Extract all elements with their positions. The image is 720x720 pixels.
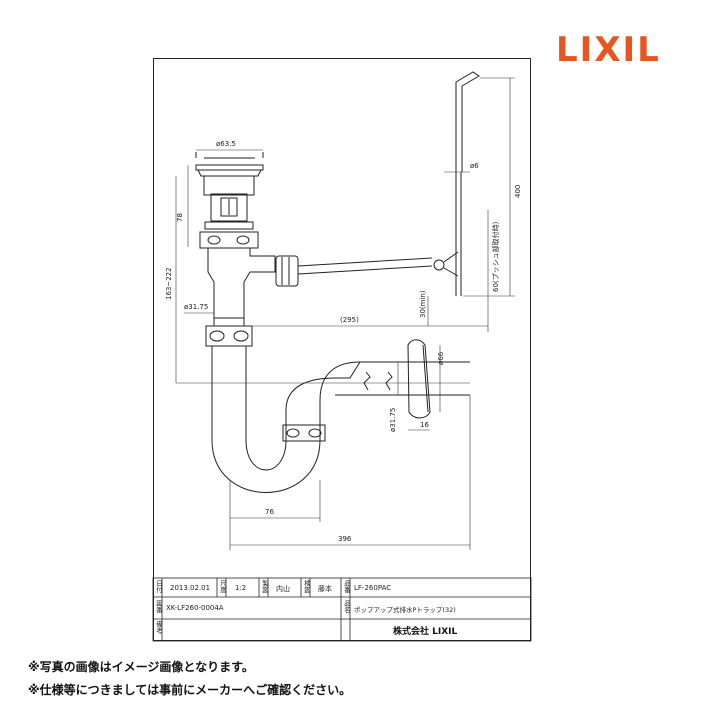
- name-label: 品名: [342, 600, 351, 613]
- upper-nut: [204, 221, 254, 230]
- slip-nut: [205, 325, 253, 347]
- trap-inner: [245, 377, 336, 471]
- extension-lines: [229, 395, 471, 550]
- wall-flange: [407, 339, 431, 419]
- pipe-joint: [335, 361, 361, 379]
- tee-body: [207, 247, 276, 319]
- side-nut: [275, 255, 299, 287]
- checked-label: 検図: [302, 580, 311, 593]
- drawing-no-value: XK-LF260-0004A: [166, 604, 224, 612]
- break-mark-left: [363, 371, 371, 391]
- cap-top: [195, 164, 264, 171]
- horizontal-pipe: [335, 361, 470, 396]
- cap-dimension-guide: [195, 152, 264, 159]
- dim-flange-diameter: ø66: [437, 351, 445, 365]
- trap-outer: [211, 361, 361, 493]
- drawn-label: 製図: [260, 580, 269, 593]
- dim-line-400: [463, 77, 515, 297]
- drain-body: [210, 193, 248, 222]
- dim-stem-diameter: ø31.75: [184, 303, 208, 311]
- lixil-logo: LIXIL: [556, 30, 661, 70]
- slip-bump-left: [209, 330, 225, 342]
- tailpiece: [211, 318, 247, 440]
- nut-bump-left: [207, 235, 221, 245]
- main-nut: [199, 231, 259, 249]
- scale-value: 1:2: [235, 584, 247, 592]
- title-block-grid: [152, 577, 532, 642]
- remarks-label: 備考: [154, 621, 163, 634]
- dim-horizontal-295: (295): [340, 316, 359, 324]
- dim-height-78: 78: [176, 213, 184, 222]
- dim-top-diameter: ø63.5: [216, 140, 236, 148]
- break-mark-right: [385, 371, 393, 391]
- product-name: ポップアップ式排水Pトラップ(32): [354, 606, 456, 614]
- product-label: 品番: [342, 580, 351, 593]
- product-code: LF-260PAC: [354, 584, 392, 592]
- scale-label: 尺度: [218, 580, 227, 593]
- dim-flange-width: 16: [420, 421, 429, 429]
- dim-pipe-diameter: ø31.75: [389, 408, 397, 432]
- drawing-no-label: 図番: [154, 600, 163, 613]
- slip-bump-right: [233, 330, 249, 342]
- nut-bump-right: [236, 235, 250, 245]
- dim-width-76: 76: [265, 508, 274, 516]
- checked-value: 藤本: [318, 585, 332, 593]
- dim-adjust-60: 60(プッシュ部取付時): [491, 221, 500, 292]
- drawing-frame: [153, 58, 531, 641]
- linkage-clip: [433, 259, 445, 271]
- dim-rod-length: 400: [514, 185, 522, 198]
- dim-width-396: 396: [338, 535, 352, 543]
- lift-rod-top: [455, 71, 480, 172]
- dim-height-range: 163~222: [165, 267, 173, 300]
- upper-body: [203, 176, 255, 196]
- date-label: 日付: [154, 580, 163, 593]
- linkage-rod: [297, 257, 433, 275]
- drawn-value: 内山: [276, 585, 290, 593]
- company-name: 株式会社 LIXIL: [393, 627, 458, 637]
- note-image: ※写真の画像はイメージ画像となります。: [28, 660, 254, 674]
- lift-rod: [455, 172, 462, 296]
- dim-min-30: 30(min): [419, 290, 427, 318]
- trap-nut: [282, 424, 326, 442]
- dim-rod-diameter: ø6: [470, 162, 479, 170]
- note-specs: ※仕様等につきましては事前にメーカーへご確認ください。: [28, 683, 352, 697]
- date-value: 2013.02.01: [170, 584, 211, 592]
- cap-lip: [197, 169, 262, 177]
